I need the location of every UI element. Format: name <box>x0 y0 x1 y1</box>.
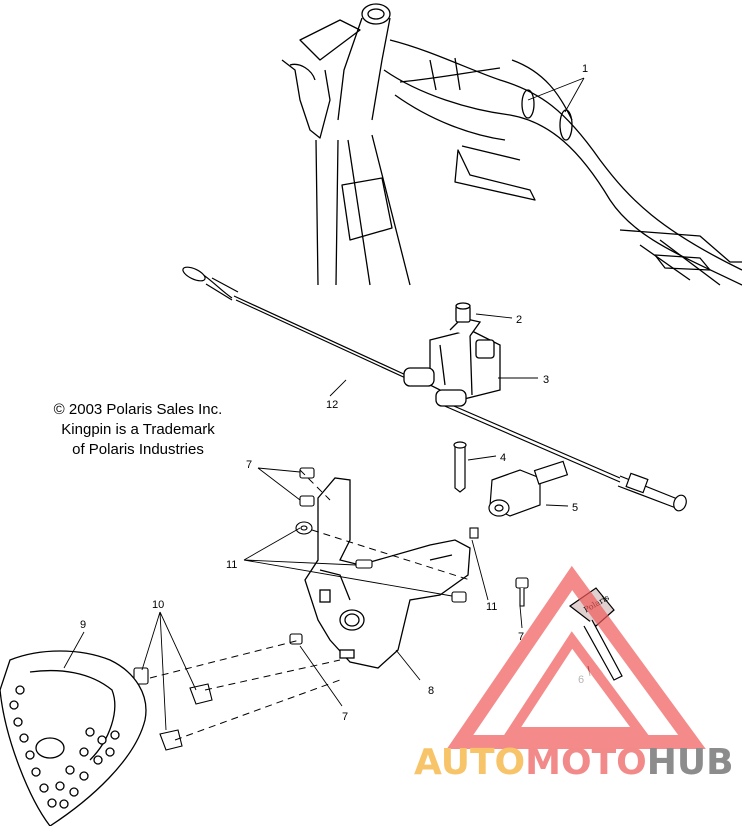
copyright-line-1: © 2003 Polaris Sales Inc. <box>53 401 223 418</box>
clips <box>295 521 479 603</box>
nacelle-cover <box>0 650 147 826</box>
callout-12: 12 <box>326 399 338 411</box>
callout-10: 10 <box>152 599 164 611</box>
cable-assembly <box>182 266 687 512</box>
ignition-switch <box>488 460 569 517</box>
callout-5: 5 <box>572 502 578 514</box>
callout-7-top: 7 <box>246 459 252 471</box>
copyright-line-3: of Polaris Industries <box>72 441 204 458</box>
watermark-logo <box>446 565 706 749</box>
callout-2: 2 <box>516 314 522 326</box>
callout-11-right: 11 <box>486 601 497 613</box>
watermark-auto: AUTO <box>414 742 526 783</box>
leader-lines <box>63 77 591 731</box>
frame-assembly <box>281 3 742 286</box>
copyright-line-2: Kingpin is a Trademark <box>61 421 215 438</box>
assembly-lines <box>149 469 471 741</box>
switch-housing <box>403 302 501 407</box>
mounting-bracket <box>304 477 471 669</box>
callout-7-right: 7 <box>518 631 524 643</box>
bolt-part <box>453 441 467 493</box>
copyright-notice: © 2003 Polaris Sales Inc. Kingpin is a T… <box>38 400 238 460</box>
callout-7-bottom: 7 <box>342 711 348 723</box>
watermark-moto: MOTO <box>525 742 647 783</box>
watermark-text: AUTOMOTOHUB <box>414 742 734 783</box>
callout-8: 8 <box>428 685 434 697</box>
callout-9: 9 <box>80 619 86 631</box>
callout-11-left: 11 <box>226 559 237 571</box>
callout-1: 1 <box>582 63 588 75</box>
watermark-hub: HUB <box>646 742 734 783</box>
callout-3: 3 <box>543 374 549 386</box>
callout-4: 4 <box>500 452 506 464</box>
